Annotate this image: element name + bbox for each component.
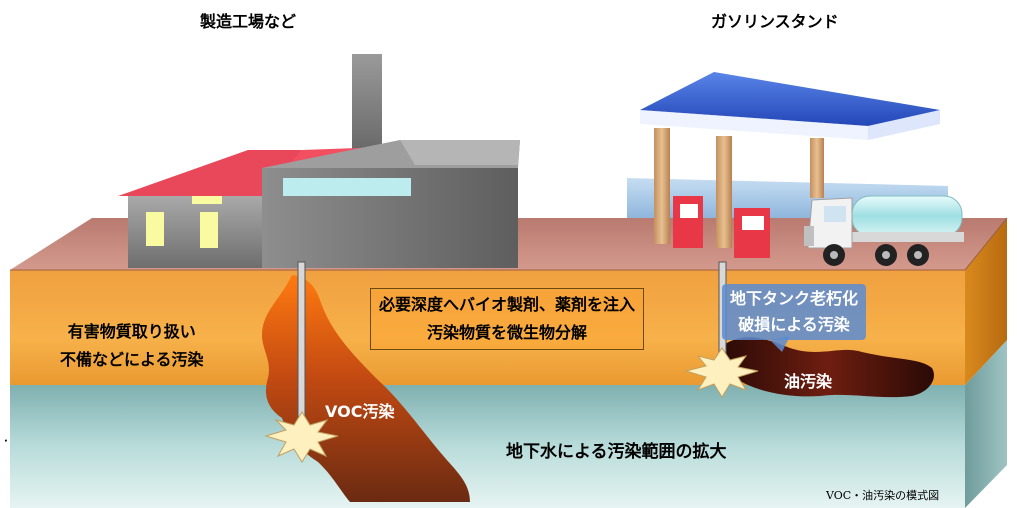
bio-label-line-2: 汚染物質を微生物分解 xyxy=(427,323,588,342)
tanker-truck xyxy=(804,195,964,266)
fuel-pump-2 xyxy=(734,208,770,258)
hazard-label-line-1: 有害物質取り扱い xyxy=(67,322,196,341)
station-pillar-3 xyxy=(810,138,824,198)
injection-burst-voc xyxy=(264,411,339,463)
factory xyxy=(118,54,520,268)
hazard-label-line-2: 不備などによる汚染 xyxy=(60,350,204,369)
fuel-pump-1 xyxy=(673,196,703,248)
station-pillar-1 xyxy=(654,128,670,244)
diagram-caption: VOC・油汚染の模式図 xyxy=(826,489,940,502)
factory-window-1 xyxy=(146,212,164,246)
gas-station-title: ガソリンスタンド xyxy=(711,12,839,31)
stray-dot: · xyxy=(4,436,8,447)
tank-label-line-2: 破損による汚染 xyxy=(738,315,850,334)
groundwater-spread-label: 地下水による汚染範囲の拡大 xyxy=(506,442,727,462)
injection-well-factory xyxy=(297,261,306,433)
bio-label-line-1: 必要深度へバイオ製剤、薬剤を注入 xyxy=(379,295,636,314)
tank-label-line-1: 地下タンク老朽化 xyxy=(730,289,859,308)
hazard-handling-label: 有害物質取り扱い 不備などによる汚染 xyxy=(60,318,204,374)
injection-burst-oil xyxy=(684,347,759,398)
factory-window-3 xyxy=(200,212,218,248)
groundwater-side xyxy=(965,340,1007,508)
station-pillar-2 xyxy=(716,136,732,248)
gas-station xyxy=(627,72,964,266)
voc-contamination-label: VOC汚染 xyxy=(325,402,395,421)
factory-window-2 xyxy=(192,196,222,204)
factory-roof-left xyxy=(118,150,302,196)
soil-side xyxy=(965,218,1007,385)
oil-plume xyxy=(721,337,934,398)
tank-callout-tail xyxy=(770,336,790,352)
oil-contamination-label: 油汚染 xyxy=(784,372,833,391)
factory-title: 製造工場など xyxy=(200,12,297,31)
factory-chimney xyxy=(352,54,382,149)
factory-skylight xyxy=(283,178,411,196)
tank-damage-label: 地下タンク老朽化 破損による汚染 xyxy=(722,284,867,340)
station-canopy-top xyxy=(640,72,940,126)
bio-injection-label: 必要深度へバイオ製剤、薬剤を注入 汚染物質を微生物分解 xyxy=(370,288,645,350)
groundwater-layer xyxy=(10,385,965,508)
